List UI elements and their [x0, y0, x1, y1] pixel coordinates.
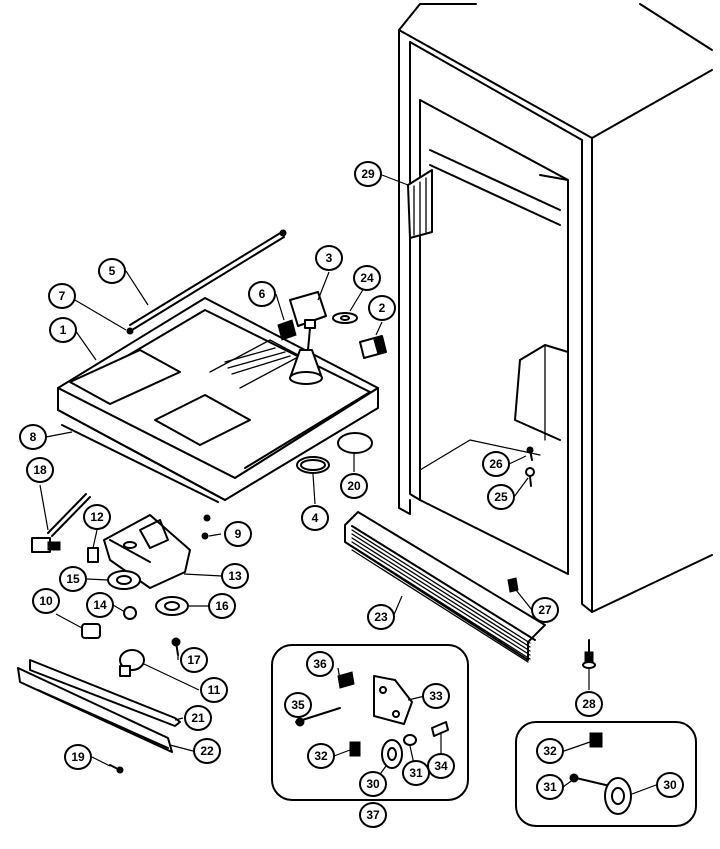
svg-text:16: 16	[215, 599, 229, 613]
callout-32: 32	[536, 738, 564, 764]
svg-text:7: 7	[59, 289, 66, 303]
callout-5: 5	[98, 258, 126, 284]
callout-32: 32	[307, 743, 335, 769]
svg-text:17: 17	[187, 653, 201, 667]
callout-29: 29	[354, 161, 382, 187]
svg-text:9: 9	[235, 527, 242, 541]
svg-text:4: 4	[312, 511, 319, 525]
svg-text:27: 27	[538, 603, 552, 617]
callout-23: 23	[367, 604, 395, 630]
svg-text:12: 12	[90, 510, 104, 524]
callout-30: 30	[656, 772, 684, 798]
callout-37: 37	[359, 802, 387, 828]
callout-35: 35	[284, 692, 312, 718]
callout-15: 15	[59, 566, 87, 592]
callout-31: 31	[536, 774, 564, 800]
front-grille	[344, 511, 546, 663]
svg-text:14: 14	[93, 598, 107, 612]
callout-28: 28	[575, 691, 603, 717]
svg-text:23: 23	[374, 610, 388, 624]
refrigerator-cabinet	[398, 3, 713, 613]
svg-text:29: 29	[361, 167, 375, 181]
callout-4: 4	[301, 505, 329, 531]
callout-10: 10	[32, 588, 60, 614]
svg-text:32: 32	[543, 744, 557, 758]
leader-lines	[39, 174, 657, 795]
callout-26: 26	[482, 451, 510, 477]
callout-3: 3	[315, 245, 343, 271]
control-parts	[126, 291, 387, 474]
callout-12: 12	[83, 504, 111, 530]
svg-text:18: 18	[33, 463, 47, 477]
svg-text:31: 31	[409, 766, 423, 780]
lower-left-parts	[17, 493, 209, 774]
callout-33: 33	[422, 683, 450, 709]
svg-text:32: 32	[314, 749, 328, 763]
svg-text:6: 6	[259, 287, 266, 301]
callout-31: 31	[402, 760, 430, 786]
svg-text:34: 34	[434, 759, 448, 773]
svg-text:21: 21	[191, 711, 205, 725]
svg-text:2: 2	[379, 301, 386, 315]
svg-text:22: 22	[200, 744, 214, 758]
svg-text:8: 8	[30, 430, 37, 444]
callout-18: 18	[26, 457, 54, 483]
callout-11: 11	[200, 677, 228, 703]
svg-text:37: 37	[366, 808, 380, 822]
callout-16: 16	[208, 593, 236, 619]
svg-text:26: 26	[489, 457, 503, 471]
callout-34: 34	[427, 753, 455, 779]
svg-text:19: 19	[71, 750, 85, 764]
callout-25: 25	[487, 484, 515, 510]
callout-17: 17	[180, 647, 208, 673]
callout-19: 19	[64, 744, 92, 770]
callout-13: 13	[221, 563, 249, 589]
svg-text:33: 33	[429, 689, 443, 703]
svg-text:36: 36	[313, 657, 327, 671]
svg-text:15: 15	[66, 572, 80, 586]
callout-2: 2	[368, 295, 396, 321]
callout-6: 6	[248, 281, 276, 307]
callout-30: 30	[359, 771, 387, 797]
callout-27: 27	[531, 597, 559, 623]
svg-text:24: 24	[360, 271, 374, 285]
svg-text:3: 3	[326, 251, 333, 265]
callout-14: 14	[86, 592, 114, 618]
svg-text:5: 5	[109, 264, 116, 278]
svg-text:13: 13	[228, 569, 242, 583]
svg-text:35: 35	[291, 698, 305, 712]
svg-text:1: 1	[60, 323, 67, 337]
roller-assembly-group	[271, 644, 469, 801]
callout-8: 8	[19, 424, 47, 450]
svg-text:10: 10	[39, 594, 53, 608]
svg-text:20: 20	[347, 479, 361, 493]
roller-box	[515, 721, 697, 827]
callout-21: 21	[184, 705, 212, 731]
svg-text:11: 11	[208, 683, 221, 697]
svg-text:30: 30	[366, 777, 380, 791]
svg-text:28: 28	[582, 697, 596, 711]
callout-36: 36	[306, 651, 334, 677]
svg-text:30: 30	[663, 778, 677, 792]
callout-9: 9	[224, 521, 252, 547]
callout-7: 7	[48, 283, 76, 309]
panel-assembly	[57, 229, 379, 522]
svg-text:31: 31	[543, 780, 557, 794]
callout-1: 1	[49, 317, 77, 343]
svg-text:25: 25	[494, 490, 508, 504]
callout-22: 22	[193, 738, 221, 764]
callout-24: 24	[353, 265, 381, 291]
cabinet-hardware	[507, 446, 596, 669]
callouts: 1 2 3 4 5 6 7 8 9 10 11 12 13 14 15 16 1…	[19, 161, 684, 828]
callout-20: 20	[340, 473, 368, 499]
